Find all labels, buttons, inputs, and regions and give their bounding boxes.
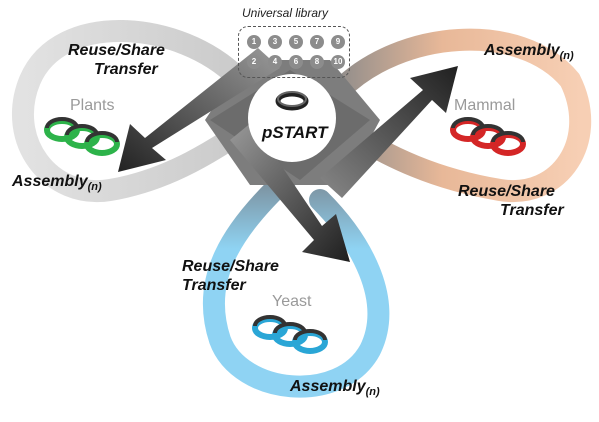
library-part: 6 <box>289 55 303 69</box>
library-part: 1 <box>247 35 261 49</box>
plants-parts-icon <box>44 117 120 156</box>
library-part: 10 <box>331 55 345 69</box>
plants-label: Plants <box>70 97 115 114</box>
library-part: 7 <box>310 35 324 49</box>
pstart-node <box>248 74 336 162</box>
arrow-to-plants <box>118 48 280 172</box>
yeast-label: Yeast <box>272 293 312 310</box>
library-part: 3 <box>268 35 282 49</box>
library-part: 9 <box>331 35 345 49</box>
library-part: 5 <box>289 35 303 49</box>
mammal-parts-icon <box>450 117 526 156</box>
mammal-reuse-label: Reuse/Share <box>458 183 555 200</box>
yeast-transfer-label: Transfer <box>182 277 246 294</box>
yeast-reuse-label: Reuse/Share <box>182 258 279 275</box>
plants-assembly-label: Assembly(n) <box>12 173 102 194</box>
mammal-label: Mammal <box>454 97 516 114</box>
mammal-transfer-label: Transfer <box>500 202 564 219</box>
arrow-to-yeast <box>230 122 350 262</box>
yeast-loop <box>202 164 390 398</box>
library-title: Universal library <box>242 6 329 20</box>
mammal-assembly-label: Assembly(n) <box>484 42 574 63</box>
universal-library-box: 1 3 5 7 9 2 4 6 8 10 <box>238 26 350 78</box>
mammal-loop <box>319 28 592 203</box>
plants-reuse-label: Reuse/Share <box>68 42 165 59</box>
plants-loop <box>11 19 273 203</box>
plants-transfer-label: Transfer <box>94 61 158 78</box>
library-part: 8 <box>310 55 324 69</box>
library-part: 2 <box>247 55 261 69</box>
library-part: 4 <box>268 55 282 69</box>
yeast-parts-icon <box>252 315 328 354</box>
pstart-label: pSTART <box>262 123 328 142</box>
yeast-assembly-label: Assembly(n) <box>290 378 380 399</box>
arrow-to-mammal <box>320 66 458 198</box>
